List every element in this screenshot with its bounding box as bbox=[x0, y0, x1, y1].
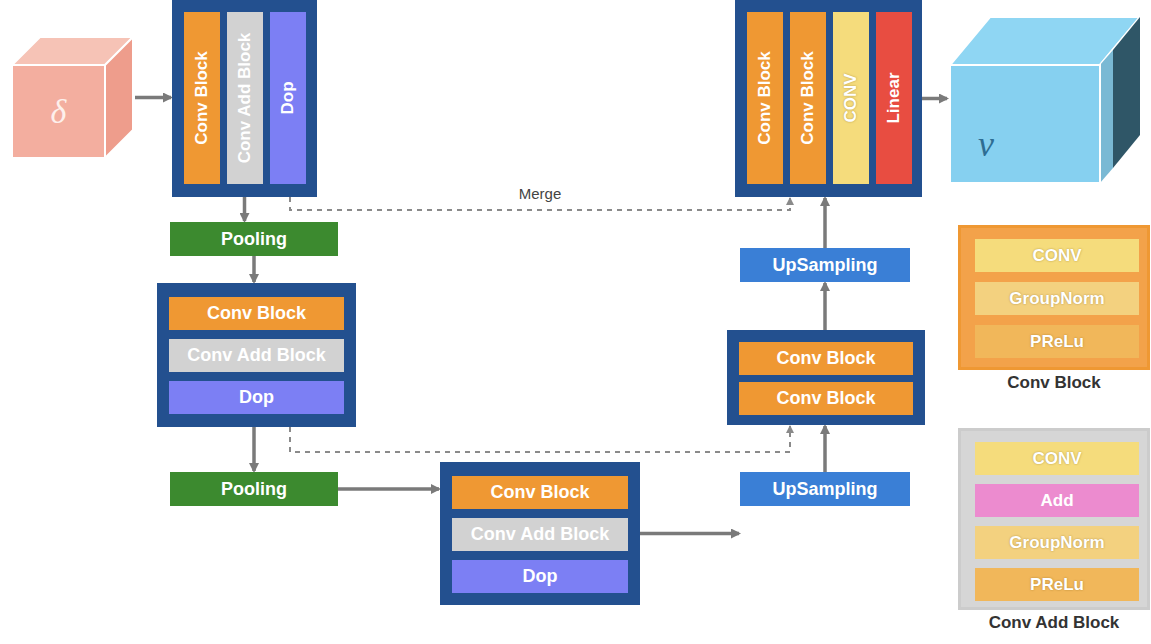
flow-arrow bbox=[922, 97, 947, 101]
flow-arrow bbox=[338, 487, 439, 491]
flow-arrow bbox=[823, 198, 827, 248]
block-label: Conv Block bbox=[755, 51, 775, 145]
groupnorm-layer: GroupNorm bbox=[975, 282, 1139, 315]
block-label: Conv Block bbox=[192, 51, 212, 145]
flow-arrow bbox=[823, 283, 827, 330]
output-cube: v bbox=[948, 15, 1143, 185]
block-label: Dop bbox=[523, 566, 558, 587]
flow-arrow bbox=[243, 197, 247, 221]
conv-block: Conv Block bbox=[169, 297, 344, 330]
block-label: Dop bbox=[278, 81, 298, 114]
conv-block: Conv Block bbox=[747, 12, 783, 184]
prelu-layer: PReLu bbox=[975, 325, 1139, 358]
legend-box: Conv BlockCONVGroupNormPReLu bbox=[958, 225, 1150, 370]
conv-add-block: Conv Add Block bbox=[227, 12, 263, 184]
bottleneck-block: Conv BlockConv Add BlockDop bbox=[440, 462, 640, 605]
add-layer: Add bbox=[975, 484, 1139, 517]
groupnorm-layer: GroupNorm bbox=[975, 526, 1139, 559]
input-cube: δ bbox=[10, 35, 135, 160]
block-label: CONV bbox=[1032, 246, 1081, 266]
block-label: Pooling bbox=[221, 479, 287, 500]
block-label: CONV bbox=[841, 73, 861, 122]
dropout-block: Dop bbox=[452, 560, 628, 593]
symbol-label: δ bbox=[12, 65, 105, 158]
block-label: GroupNorm bbox=[1009, 289, 1104, 309]
block-label: Dop bbox=[239, 387, 274, 408]
conv-block: Conv Block bbox=[739, 342, 913, 375]
legend-box: Conv Add BlockCONVAddGroupNormPReLu bbox=[958, 428, 1150, 610]
conv-block: Conv Block bbox=[184, 12, 220, 184]
cube-illustration bbox=[948, 15, 1143, 185]
block-label: Conv Block bbox=[798, 51, 818, 145]
block-label: Linear bbox=[884, 72, 904, 123]
conv-layer: CONV bbox=[833, 12, 869, 184]
pooling-box: Pooling bbox=[170, 472, 338, 506]
block-label: Conv Add Block bbox=[235, 33, 255, 164]
flow-arrow bbox=[640, 532, 739, 536]
legend-title: Conv Add Block bbox=[961, 613, 1147, 633]
flow-arrow bbox=[252, 427, 256, 471]
dropout-block: Dop bbox=[270, 12, 306, 184]
block-label: Add bbox=[1040, 491, 1073, 511]
conv-layer: CONV bbox=[975, 239, 1139, 272]
flow-arrow bbox=[135, 96, 171, 100]
encoder-block: Conv Block Conv Add Block Dop bbox=[172, 0, 317, 197]
encoder-block: Conv BlockConv Add BlockDop bbox=[157, 283, 356, 427]
edge-label: Merge bbox=[515, 185, 566, 202]
conv-layer: CONV bbox=[975, 442, 1139, 475]
decoder-block: Conv Block Conv Block CONV Linear bbox=[735, 0, 922, 197]
decoder-block: Conv BlockConv Block bbox=[727, 330, 925, 425]
linear-layer: Linear bbox=[876, 12, 912, 184]
conv-block: Conv Block bbox=[790, 12, 826, 184]
conv-add-block: Conv Add Block bbox=[452, 518, 628, 551]
block-label: Conv Add Block bbox=[471, 524, 609, 545]
flow-arrow bbox=[252, 256, 256, 282]
skip-connection bbox=[290, 426, 790, 452]
block-label: Conv Block bbox=[207, 303, 306, 324]
block-label: GroupNorm bbox=[1009, 533, 1104, 553]
block-label: Conv Block bbox=[776, 348, 875, 369]
block-label: Conv Add Block bbox=[187, 345, 325, 366]
legend-title: Conv Block bbox=[961, 373, 1147, 393]
conv-add-block: Conv Add Block bbox=[169, 339, 344, 372]
flow-arrow bbox=[823, 426, 827, 472]
block-label: PReLu bbox=[1030, 575, 1084, 595]
cube-illustration bbox=[10, 35, 135, 160]
block-label: Conv Block bbox=[776, 388, 875, 409]
conv-block: Conv Block bbox=[452, 476, 628, 509]
block-label: Conv Block bbox=[490, 482, 589, 503]
pooling-box: Pooling bbox=[170, 222, 338, 256]
block-label: PReLu bbox=[1030, 332, 1084, 352]
dropout-block: Dop bbox=[169, 381, 344, 414]
block-label: UpSampling bbox=[772, 255, 877, 276]
block-label: Pooling bbox=[221, 229, 287, 250]
upsampling-box: UpSampling bbox=[740, 472, 910, 506]
symbol-label: v bbox=[978, 123, 994, 165]
block-label: UpSampling bbox=[772, 479, 877, 500]
prelu-layer: PReLu bbox=[975, 568, 1139, 601]
block-label: CONV bbox=[1032, 449, 1081, 469]
upsampling-box: UpSampling bbox=[740, 248, 910, 282]
conv-block: Conv Block bbox=[739, 382, 913, 415]
